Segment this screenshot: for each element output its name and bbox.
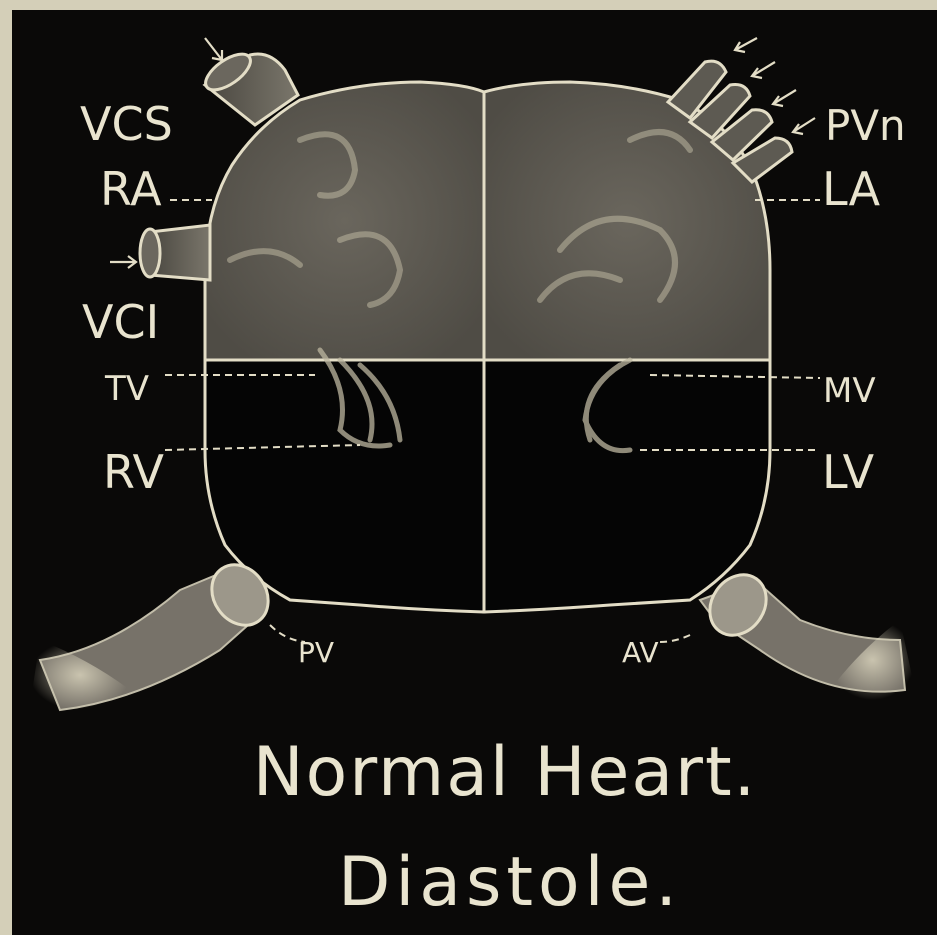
- label-rv: RV: [103, 445, 164, 499]
- label-la: LA: [822, 162, 881, 216]
- title-line-1: Normal Heart.: [253, 733, 758, 812]
- label-tv: TV: [104, 369, 149, 409]
- vena-cava-inferior: [140, 225, 210, 280]
- label-vci: VCI: [82, 295, 159, 349]
- label-av: AV: [622, 636, 659, 669]
- pulmonary-artery: [30, 554, 280, 710]
- label-mv: MV: [823, 371, 876, 411]
- title-line-2: Diastole.: [338, 843, 682, 922]
- label-lv: LV: [822, 445, 875, 499]
- label-pv: PV: [298, 636, 334, 669]
- aorta: [698, 564, 915, 700]
- right-atrium-chamber: [205, 82, 484, 360]
- left-ventricle-chamber: [484, 360, 770, 612]
- label-pvn: PVn: [825, 101, 906, 150]
- label-ra: RA: [100, 162, 162, 216]
- label-vcs: VCS: [80, 97, 173, 151]
